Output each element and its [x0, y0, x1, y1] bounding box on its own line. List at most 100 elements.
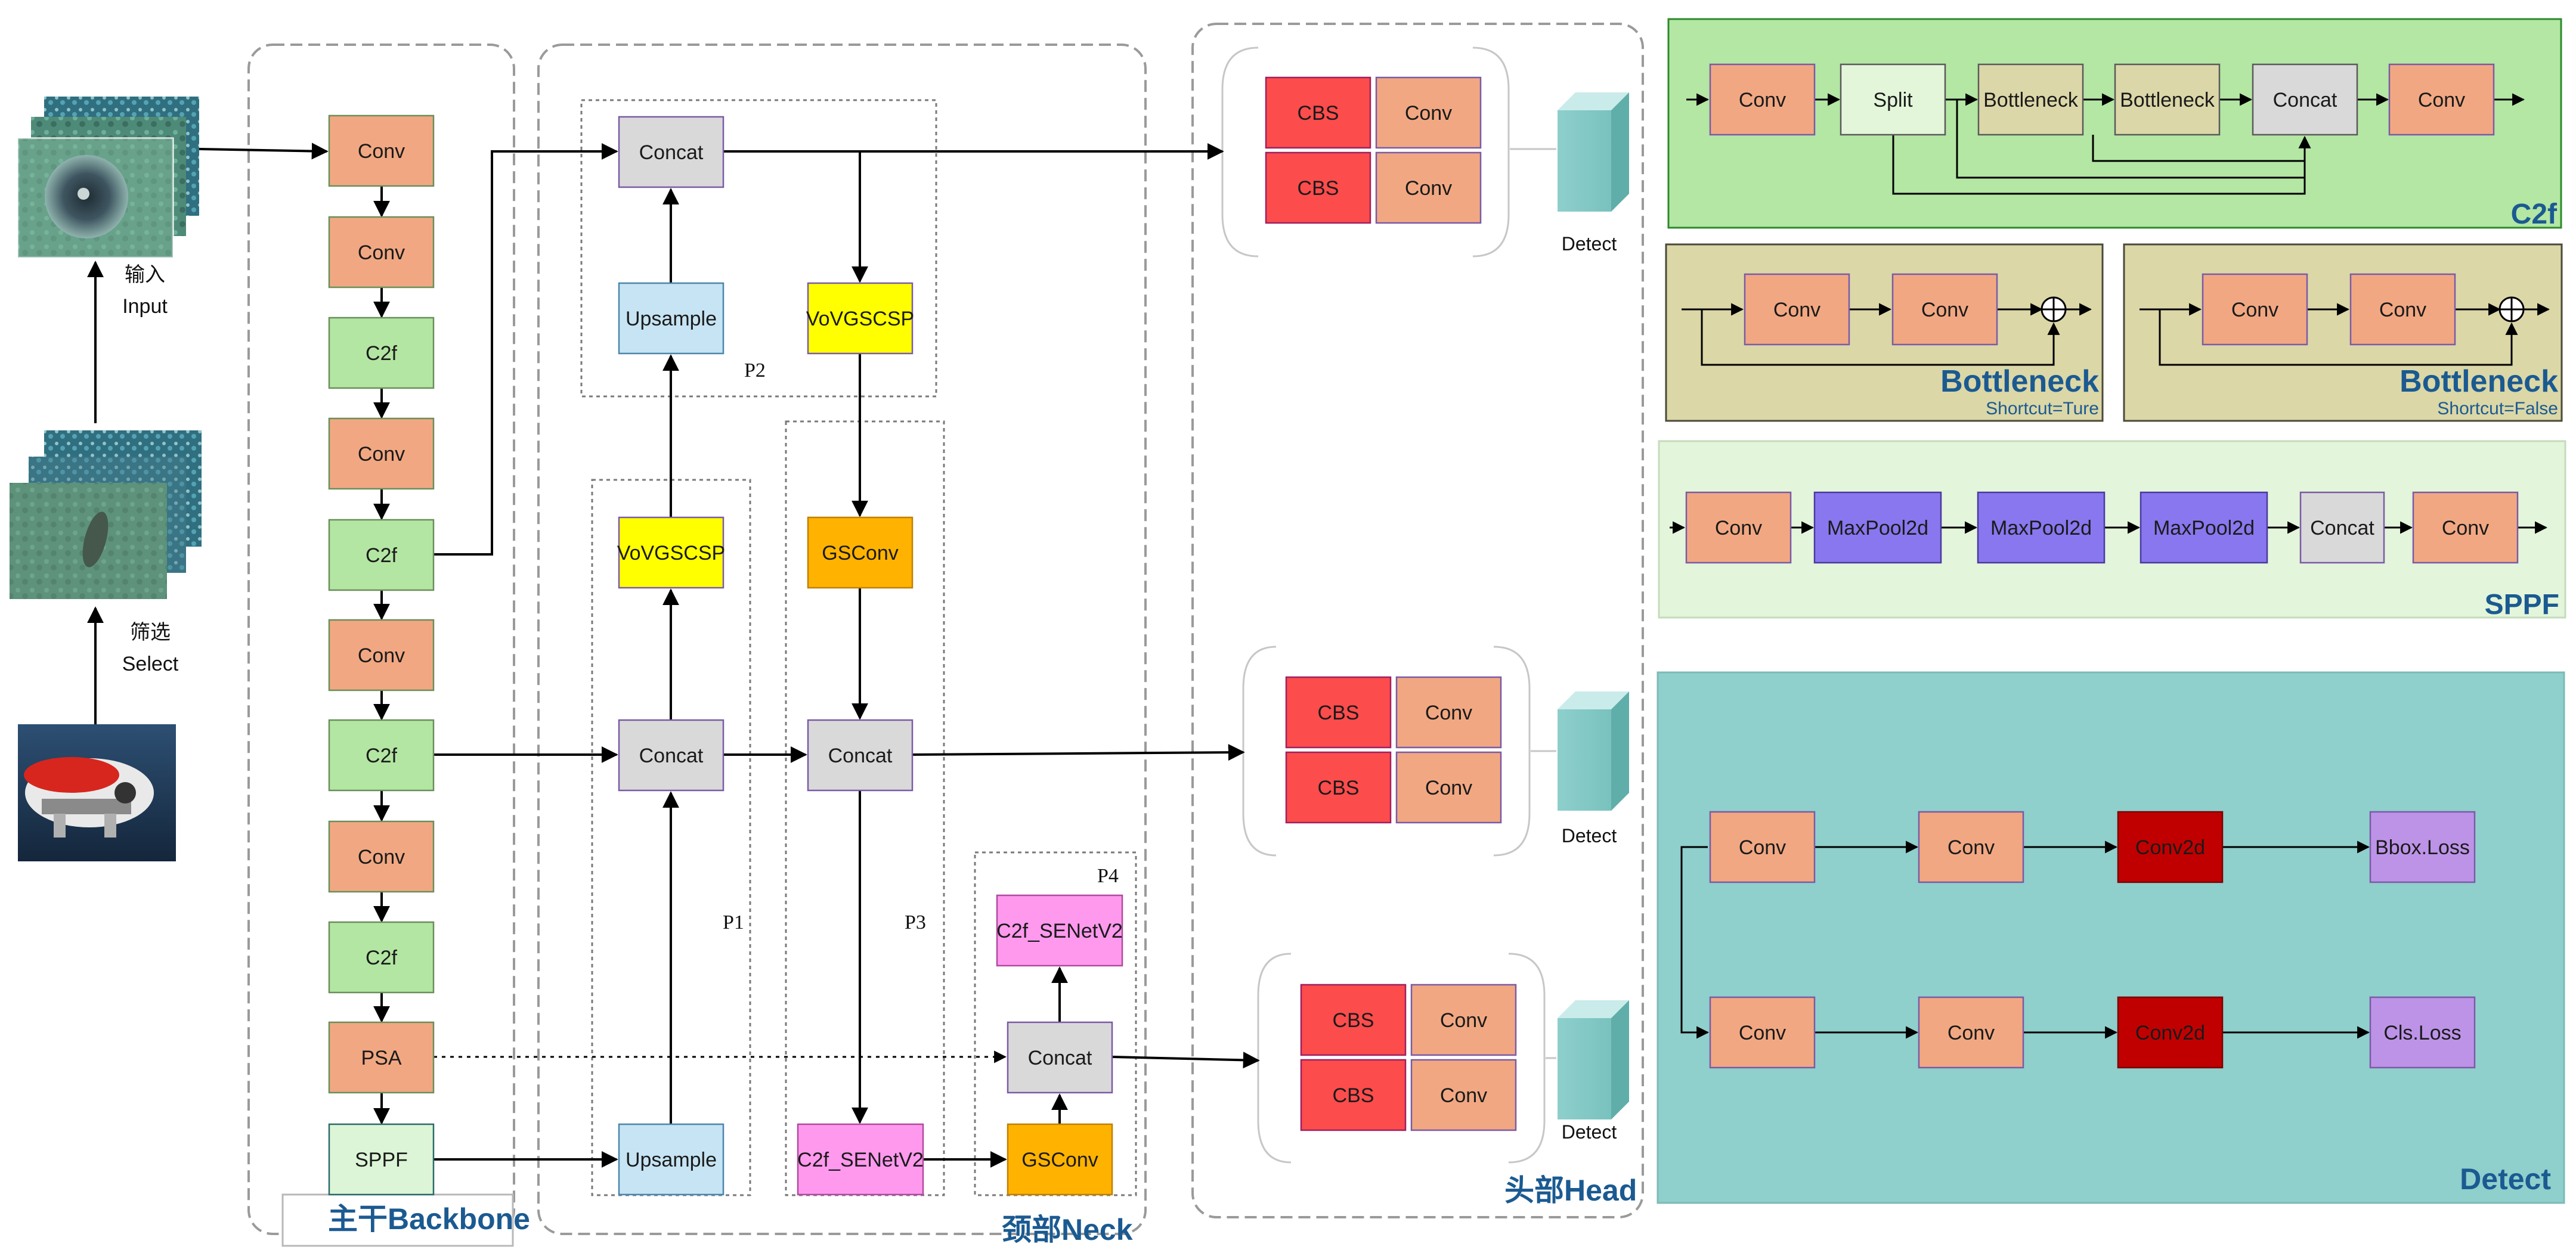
neck-vovgscsp-p1-box [618, 516, 724, 589]
detect-panel-row1-node-3-box [2117, 811, 2224, 883]
neck-c2f-senet-p3: C2f_SENetV2 [797, 1123, 924, 1196]
neck-c2f-senet-p4-label: C2f_SENetV2 [996, 920, 1123, 942]
head-2-cbs-1: CBS [1285, 676, 1392, 749]
neck-upsample-bottom: Upsample [618, 1123, 724, 1196]
neck-concat-top: Concat [618, 116, 724, 188]
bottleneck-false-conv-1-box [2202, 273, 2308, 346]
head-1-conv-2: Conv [1375, 151, 1482, 224]
neck-concat-mid-left-box [618, 719, 724, 792]
c2f-panel-node-6-box [2388, 63, 2495, 136]
c2f-to-concat-top-arrow-13 [434, 143, 618, 556]
backbone-node-4-conv: Conv [328, 417, 435, 490]
neck-c2f-senet-p3-label: C2f_SENetV2 [797, 1149, 924, 1171]
c2f-panel-node-4-label: Bottleneck [2120, 89, 2215, 111]
panel-bottleneck-true-title: Bottleneck [1940, 364, 2099, 399]
panel-sppf-title: SPPF [2485, 589, 2559, 621]
backbone-node-6-conv-label: Conv [358, 644, 405, 667]
panel-c2f-title: C2f [2511, 198, 2558, 230]
backbone-node-1-conv: Conv [328, 114, 435, 187]
detect-panel-row1-node-1-label: Conv [1739, 836, 1786, 859]
neck-group-p4 [974, 851, 1137, 1196]
detect-panel-row1-node-2-label: Conv [1948, 836, 1995, 859]
head-3-cbs-2-box [1300, 1059, 1407, 1131]
neck-vovgscsp-p1-label: VoVGSCSP [617, 542, 725, 564]
detect-panel-row1-node-3-label: Conv2d [2135, 836, 2205, 859]
backbone-node-7-c2f: C2f [328, 719, 435, 792]
c2f-panel-node-1: Conv [1709, 63, 1816, 136]
detect-panel-row1-node-4-label: Bbox.Loss [2375, 836, 2470, 859]
detect-panel-row2-node-2: Conv [1918, 996, 2024, 1069]
backbone-node-6-conv-box [328, 619, 435, 691]
head-1-cbs-1-label: CBS [1298, 102, 1339, 125]
panel-bottleneck-false [2123, 243, 2563, 422]
head-3-conv-1: Conv [1410, 984, 1517, 1056]
section-title-backbone: 主干Backbone [328, 1202, 530, 1236]
detect-panel-row2-node-4-label: Cls.Loss [2383, 1022, 2461, 1044]
c2f-panel-node-3-box [1977, 63, 2084, 136]
sppf-panel-node-4-box [2140, 491, 2268, 564]
neck-vovgscsp-p2-label: VoVGSCSP [806, 308, 914, 330]
backbone-label-plate [281, 1193, 514, 1247]
backbone-node-11-sppf: SPPF [328, 1123, 435, 1196]
neck-concat-p4-box [1007, 1021, 1113, 1094]
c2f-panel-node-4: Bottleneck [2114, 63, 2221, 136]
bottleneck-false-conv-1-label: Conv [2231, 299, 2278, 321]
detect-panel-row2-node-1: Conv [1709, 996, 1816, 1069]
backbone-node-8-conv: Conv [328, 820, 435, 893]
sppf-panel-node-6: Conv [2412, 491, 2519, 564]
neck-vovgscsp-p2: VoVGSCSP [806, 282, 914, 355]
backbone-node-11-sppf-label: SPPF [355, 1149, 408, 1171]
detect-panel-row1-node-1-box [1709, 811, 1816, 883]
panel-bottleneck-false-subtitle: Shortcut=False [2437, 399, 2558, 418]
c2f-panel-node-2: Split [1840, 63, 1946, 136]
c2f-panel-node-5: Concat [2252, 63, 2358, 136]
backbone-node-5-c2f: C2f [328, 519, 435, 591]
detect-panel-row2-node-3-label: Conv2d [2135, 1022, 2205, 1044]
backbone-node-10-psa: PSA [328, 1021, 435, 1094]
neck-upsample-top: Upsample [618, 282, 724, 355]
head-3-conv-1-label: Conv [1440, 1009, 1487, 1032]
head-3-cbs-1-label: CBS [1333, 1009, 1374, 1032]
c2f-panel-node-3-label: Bottleneck [1983, 89, 2079, 111]
neck-gsconv-p3-label: GSConv [822, 542, 899, 564]
input-to-backbone-arrow-12 [199, 142, 329, 160]
panel-detect-title: Detect [2460, 1162, 2551, 1196]
backbone-node-1-conv-label: Conv [358, 140, 405, 163]
backbone-node-7-c2f-label: C2f [366, 745, 397, 767]
head-2-conv-2: Conv [1395, 751, 1502, 824]
sppf-panel-node-2-box [1813, 491, 1942, 564]
neck-c2f-senet-p4: C2f_SENetV2 [996, 894, 1123, 967]
sppf-panel-node-5: Concat [2299, 491, 2385, 564]
select-label-cn: 筛选 [130, 621, 171, 644]
head-1-cbs-2: CBS [1265, 151, 1371, 224]
backbone-node-8-conv-label: Conv [358, 846, 405, 869]
neck-upsample-top-box [618, 282, 724, 355]
detect-cube-3: Detect [1558, 1000, 1629, 1143]
bottleneck-false-conv-2-box [2349, 273, 2456, 346]
backbone-node-9-c2f-box [328, 921, 435, 994]
bottleneck-true-conv-1-box [1744, 273, 1850, 346]
backbone-node-4-conv-label: Conv [358, 443, 405, 466]
sppf-panel-node-3: MaxPool2d [1977, 491, 2106, 564]
panel-bottleneck-true-subtitle: Shortcut=Ture [1986, 399, 2099, 418]
neck-group-p4-label: P4 [1097, 865, 1119, 887]
neck-gsconv-p3: GSConv [807, 516, 914, 589]
backbone-node-9-c2f-label: C2f [366, 947, 397, 969]
head-2-cbs-2: CBS [1285, 751, 1392, 824]
detect-panel-row1-node-4-box [2369, 811, 2476, 883]
bottleneck-true-conv-1: Conv [1744, 273, 1850, 346]
sppf-panel-node-1-label: Conv [1715, 517, 1762, 539]
head-3-cbs-1: CBS [1300, 984, 1407, 1056]
neck-gsconv-p4-label: GSConv [1021, 1149, 1098, 1171]
sppf-panel-node-5-label: Concat [2310, 517, 2374, 539]
neck-concat-mid-right-box [807, 719, 914, 792]
head-2-conv-1-box [1395, 676, 1502, 749]
head-3-cbs-2: CBS [1300, 1059, 1407, 1131]
bottleneck-true-conv-2: Conv [1891, 273, 1998, 346]
c2f-bottleneck-bypass-41 [2092, 135, 2305, 162]
head-1-conv-2-box [1375, 151, 1482, 224]
neck-group-p3-label: P3 [905, 911, 926, 933]
bottleneck-true-add-icon [2041, 296, 2067, 322]
head-1-cbs-2-label: CBS [1298, 177, 1339, 200]
neck-upsample-bottom-label: Upsample [626, 1149, 717, 1171]
